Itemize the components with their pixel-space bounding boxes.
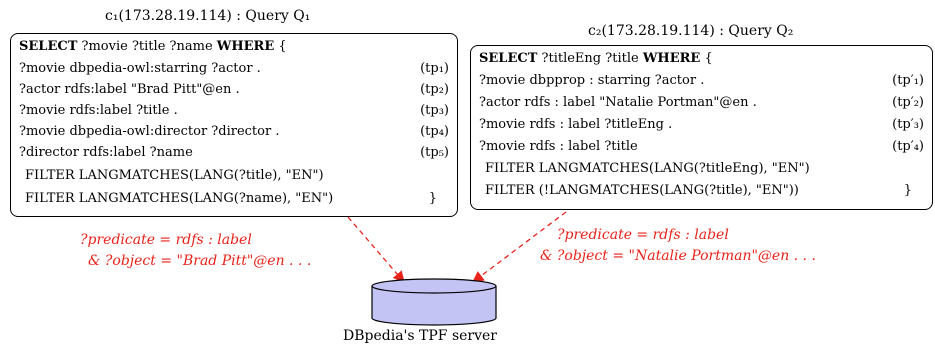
- select-vars: ?titleEng ?title: [537, 51, 643, 66]
- database-cylinder: [371, 278, 497, 326]
- select-keyword: SELECT: [479, 51, 538, 66]
- where-keyword: WHERE: [642, 51, 701, 66]
- triple-pattern-5: ?director rdfs:label ?name: [19, 145, 193, 160]
- left-request-arrow: [347, 216, 405, 283]
- tp-label-4: (tp₄): [420, 124, 449, 139]
- open-brace: {: [700, 51, 713, 66]
- filter-2: FILTER (!LANGMATCHES(LANG(?title), "EN")…: [485, 183, 799, 198]
- left-annotation-line2: & ?object = "Brad Pitt"@en . . .: [88, 253, 312, 269]
- triple-pattern-4: ?movie dbpedia-owl:director ?director .: [19, 124, 280, 139]
- query2-title: c₂(173.28.19.114) : Query Q₂: [588, 23, 794, 39]
- tp-label-3: (tp′₃): [892, 117, 924, 132]
- query1-box: SELECT ?movie ?title ?name WHERE { ?movi…: [10, 33, 458, 217]
- right-annotation-line1: ?predicate = rdfs : label: [557, 227, 729, 243]
- query1-title: c₁(173.28.19.114) : Query Q₁: [105, 8, 311, 24]
- triple-pattern-1: ?movie dbpprop : starring ?actor .: [479, 73, 705, 88]
- tp-label-1: (tp′₁): [892, 73, 924, 88]
- right-annotation-line2: & ?object = "Natalie Portman"@en . . .: [540, 248, 816, 264]
- triple-pattern-2: ?actor rdfs:label "Brad Pitt"@en .: [19, 82, 240, 97]
- select-vars: ?movie ?title ?name: [77, 39, 217, 54]
- tp-label-5: (tp₅): [420, 145, 449, 160]
- right-request-arrow: [471, 211, 567, 283]
- filter-2: FILTER LANGMATCHES(LANG(?name), "EN"): [25, 191, 334, 206]
- tp-label-4: (tp′₄): [892, 139, 924, 154]
- close-brace: }: [903, 183, 912, 198]
- query2-box: SELECT ?titleEng ?title WHERE { ?movie d…: [470, 45, 933, 210]
- left-annotation-line1: ?predicate = rdfs : label: [80, 232, 252, 248]
- tp-label-3: (tp₃): [420, 103, 449, 118]
- triple-pattern-2: ?actor rdfs : label "Natalie Portman"@en…: [479, 95, 757, 110]
- where-keyword: WHERE: [216, 39, 275, 54]
- tp-label-2: (tp′₂): [892, 95, 924, 110]
- triple-pattern-1: ?movie dbpedia-owl:starring ?actor .: [19, 61, 261, 76]
- server-label: DBpedia's TPF server: [343, 328, 497, 344]
- filter-1: FILTER LANGMATCHES(LANG(?title), "EN"): [25, 168, 324, 183]
- open-brace: {: [274, 39, 287, 54]
- tp-label-1: (tp₁): [420, 61, 449, 76]
- close-brace: }: [428, 191, 437, 206]
- tp-label-2: (tp₂): [420, 82, 449, 97]
- filter-1: FILTER LANGMATCHES(LANG(?titleEng), "EN"…: [485, 161, 810, 176]
- triple-pattern-3: ?movie rdfs : label ?titleEng .: [479, 117, 673, 132]
- select-keyword: SELECT: [19, 39, 78, 54]
- triple-pattern-4: ?movie rdfs : label ?title: [479, 139, 638, 154]
- triple-pattern-3: ?movie rdfs:label ?title .: [19, 103, 178, 118]
